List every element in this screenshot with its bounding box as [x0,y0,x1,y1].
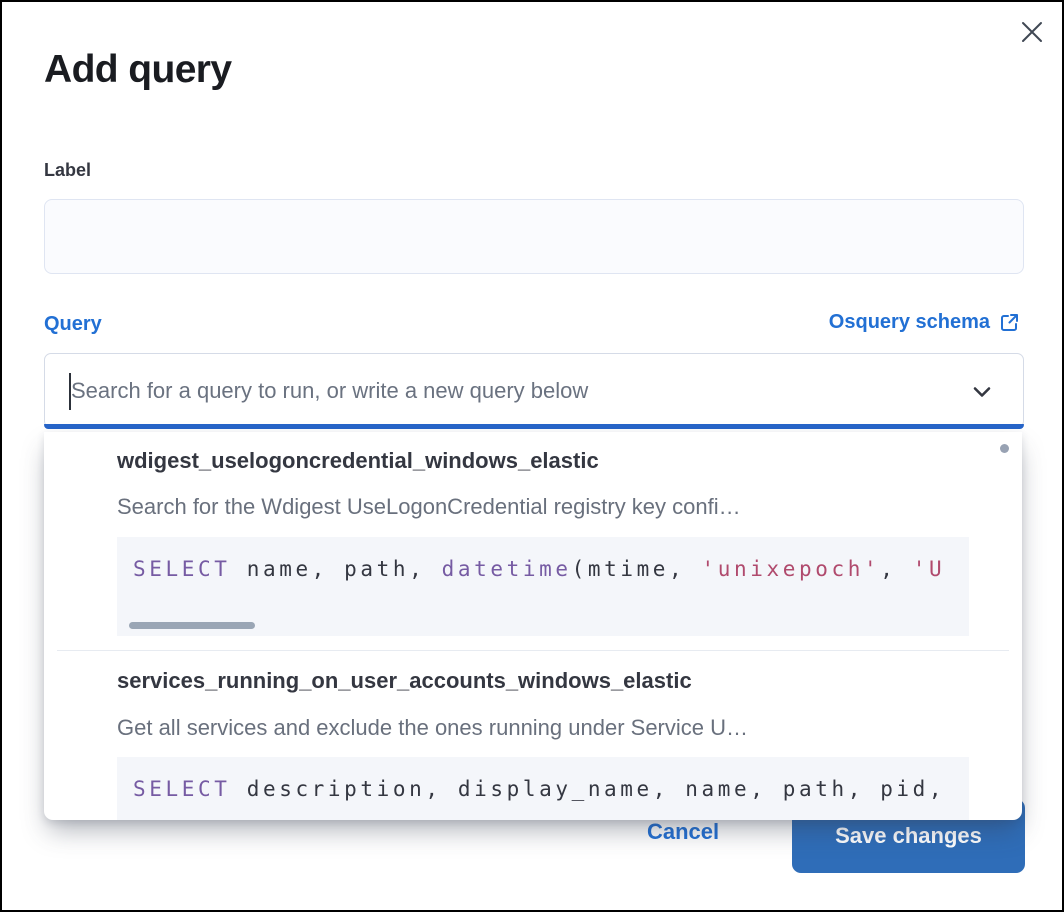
combobox-toggle-button[interactable] [965,375,999,409]
code-token: SELECT [133,557,231,581]
option-divider [57,650,1009,651]
code-token: name, path, [230,557,442,581]
external-link-icon [1001,314,1018,331]
osquery-schema-link-label: Osquery schema [828,311,990,333]
osquery-schema-link[interactable]: Osquery schema [829,311,1020,334]
sql-code-line: SELECT description, display_name, name, … [133,777,969,801]
code-token: 'U [912,557,946,581]
query-option-description: Get all services and exclude the ones ru… [117,715,749,740]
label-field-label: Label [44,160,92,180]
query-search-input[interactable] [71,355,891,426]
cancel-button[interactable]: Cancel [647,819,720,844]
label-input[interactable] [44,199,1024,274]
query-field-label: Query [44,313,102,335]
query-option-description: Search for the Wdigest UseLogonCredentia… [117,494,741,519]
code-token: SELECT [133,777,231,801]
code-token: datetime [441,557,572,581]
query-option-code-block: SELECT description, display_name, name, … [117,757,969,820]
page-title: Add query [44,48,232,91]
text-cursor [69,373,71,410]
close-icon [1022,22,1042,42]
code-token: , [880,557,913,581]
chevron-down-icon [973,387,991,397]
horizontal-scrollbar-thumb[interactable] [129,622,255,629]
query-option-code-block: SELECT name, path, datetime(mtime, 'unix… [117,537,969,636]
query-combobox[interactable] [44,353,1024,429]
query-suggestions-popover: wdigest_uselogoncredential_windows_elast… [44,432,1022,820]
vertical-scrollbar-thumb[interactable] [1000,444,1009,453]
sql-code-line: SELECT name, path, datetime(mtime, 'unix… [133,557,969,581]
code-token: description, display_name, name, path, p… [230,777,946,801]
query-option-title: wdigest_uselogoncredential_windows_elast… [117,448,599,473]
close-button[interactable] [1014,14,1050,50]
query-option-title: services_running_on_user_accounts_window… [117,668,692,693]
code-token: (mtime, [571,557,702,581]
code-token: 'unixepoch' [701,557,881,581]
